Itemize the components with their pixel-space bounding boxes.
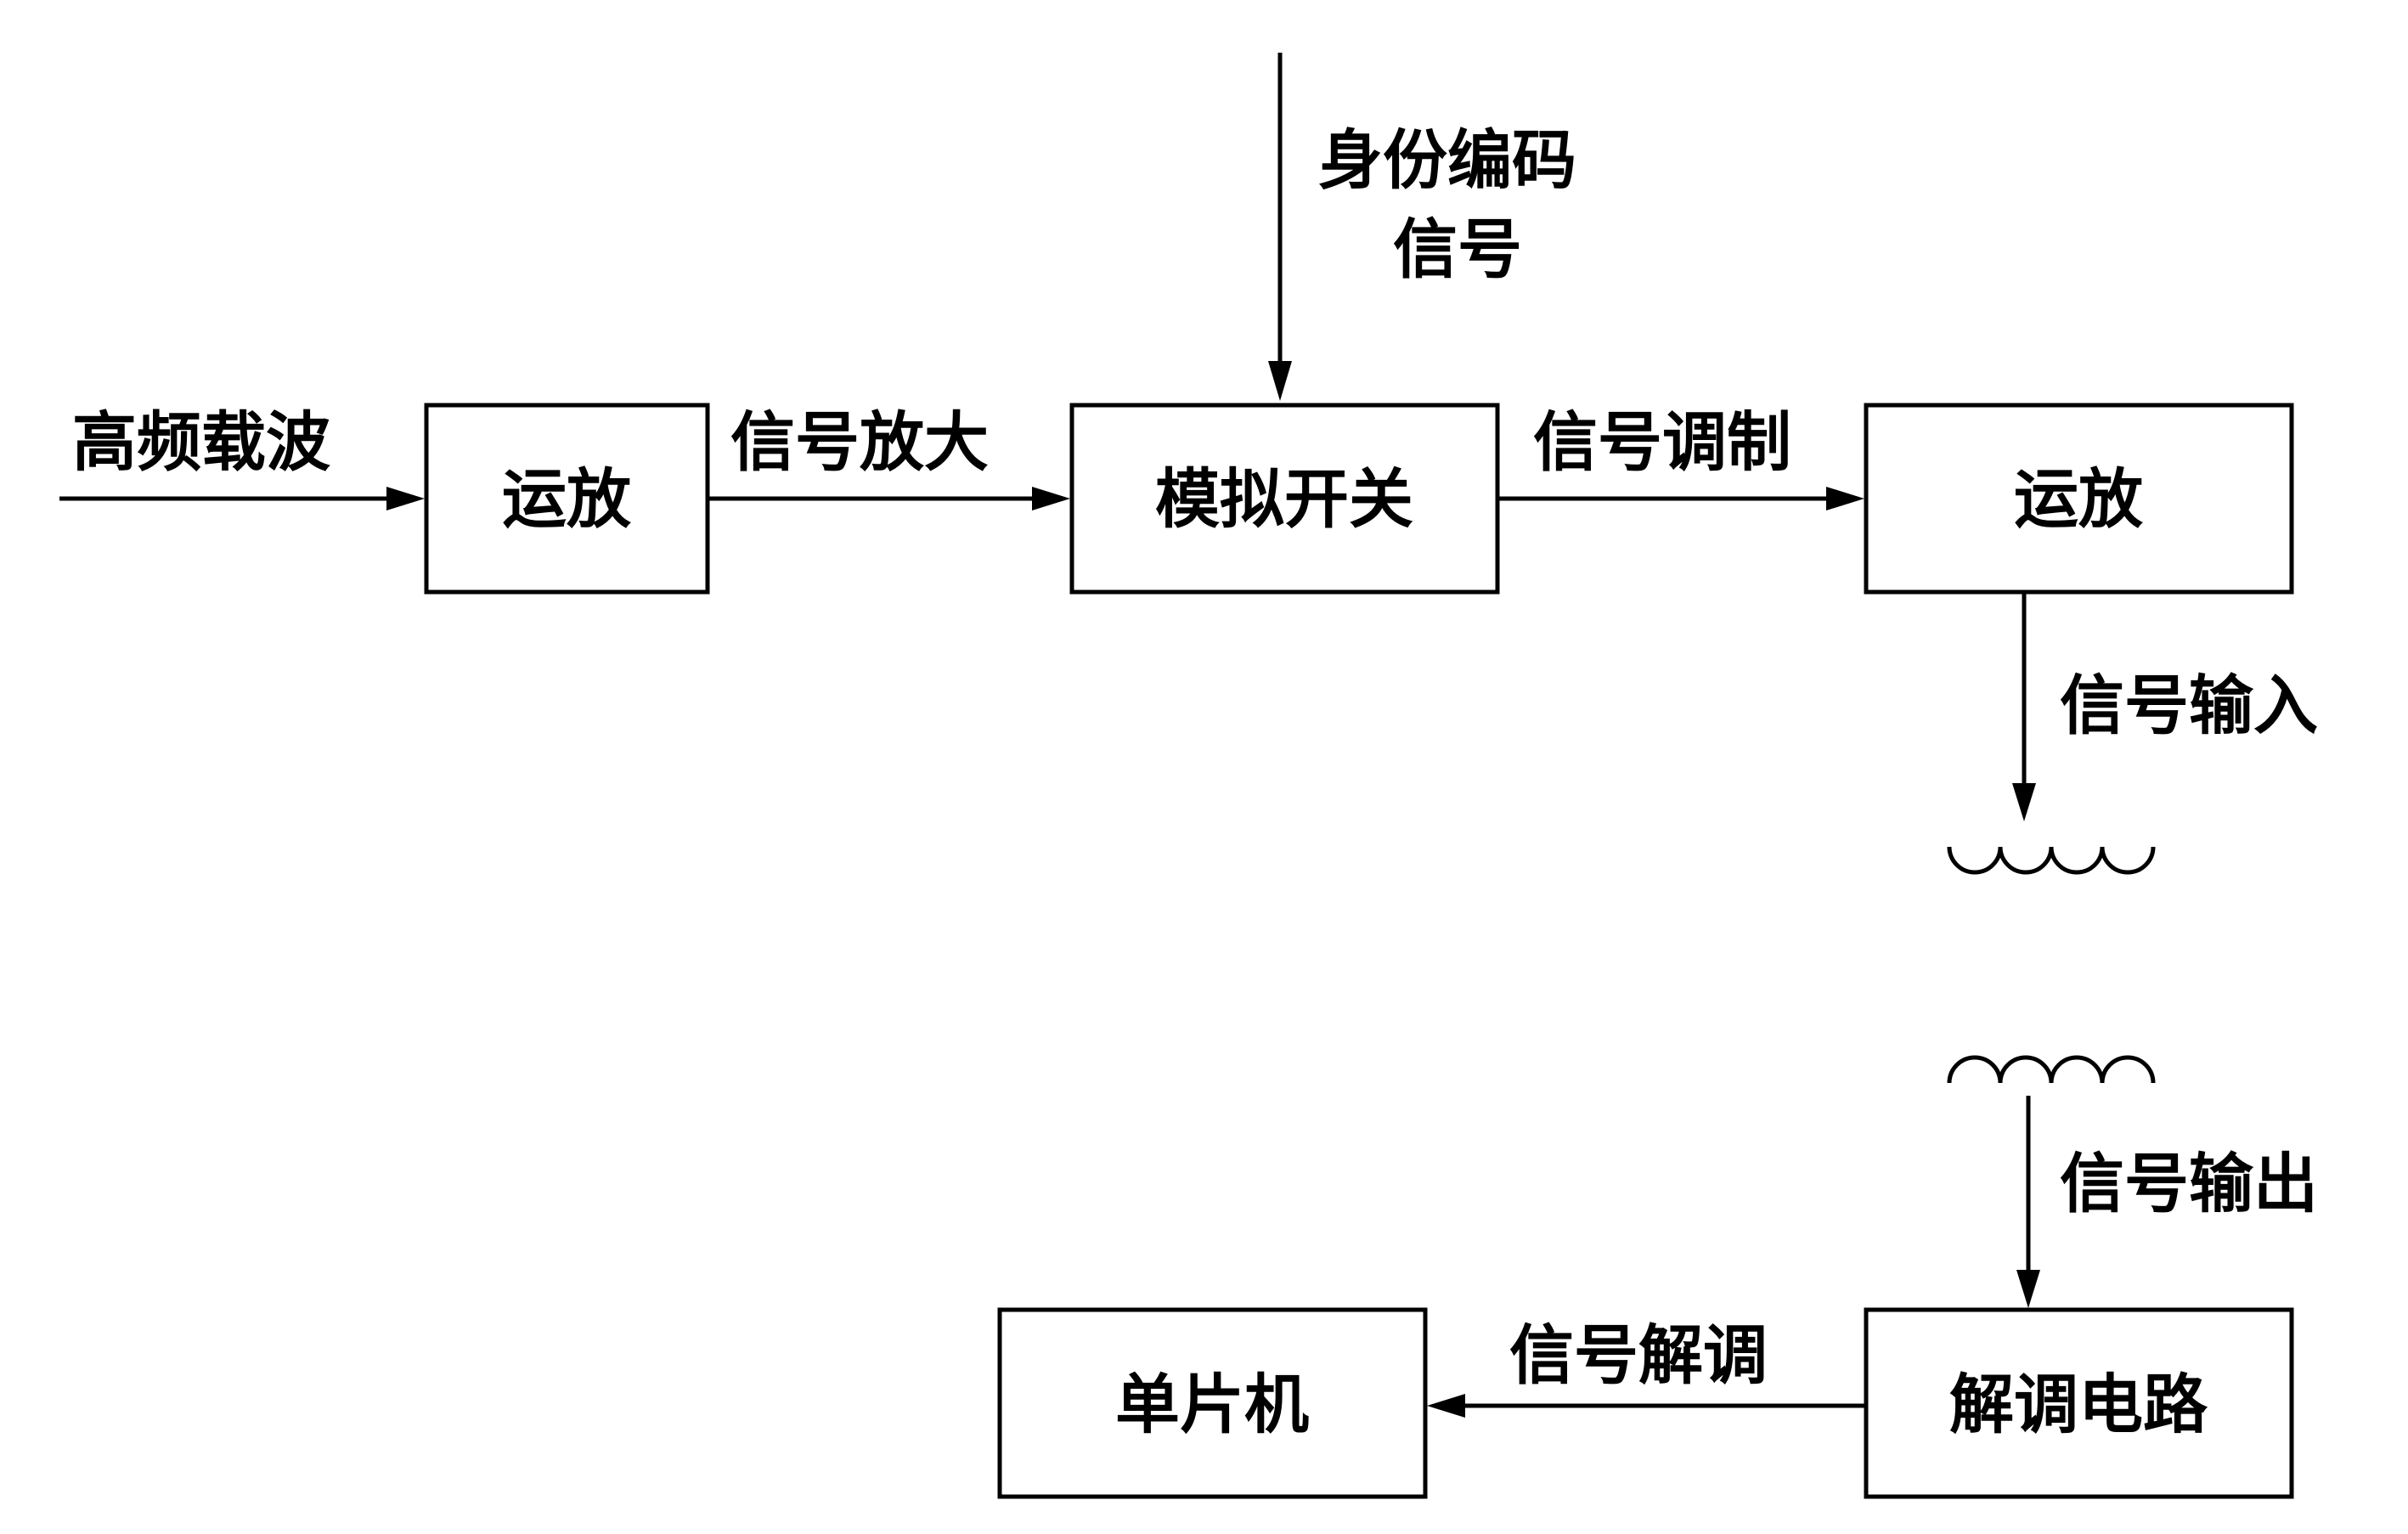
label-signal-demodulate: 信号解调 [1509, 1317, 1768, 1393]
receive-coil-icon [1947, 1055, 2156, 1084]
arrow-idcode-to-switch [1268, 53, 1292, 401]
arrow-switch-to-opamp2 [1497, 487, 1864, 510]
block-opamp-1-label: 运放 [502, 461, 631, 537]
block-analog-switch: 模拟开关 [1069, 403, 1500, 595]
label-id-code-line2: 信号 [1393, 211, 1522, 287]
block-analog-switch-label: 模拟开关 [1155, 461, 1413, 537]
label-signal-modulate: 信号调制 [1533, 404, 1791, 480]
transmit-coil-icon [1947, 846, 2156, 875]
block-mcu: 单片机 [997, 1307, 1428, 1499]
label-id-code-line1: 身份编码 [1318, 122, 1576, 198]
block-opamp-2-label: 运放 [2014, 461, 2143, 537]
arrow-opamp2-to-tx-coil [2012, 592, 2036, 821]
label-hf-carrier: 高频载波 [72, 404, 330, 480]
label-signal-amplify: 信号放大 [730, 404, 989, 480]
arrow-rx-coil-to-demod [2016, 1096, 2040, 1308]
label-signal-input: 信号输入 [2060, 668, 2318, 743]
label-signal-output: 信号输出 [2060, 1146, 2318, 1221]
block-mcu-label: 单片机 [1115, 1367, 1309, 1442]
arrow-carrier-to-opamp1 [59, 487, 425, 510]
block-demod-circuit: 解调电路 [1864, 1307, 2294, 1499]
arrow-opamp1-to-switch [708, 487, 1070, 510]
arrow-demod-to-mcu [1427, 1394, 1864, 1418]
block-demod-circuit-label: 解调电路 [1949, 1367, 2208, 1442]
block-opamp-1: 运放 [424, 403, 710, 595]
block-opamp-2: 运放 [1864, 403, 2294, 595]
